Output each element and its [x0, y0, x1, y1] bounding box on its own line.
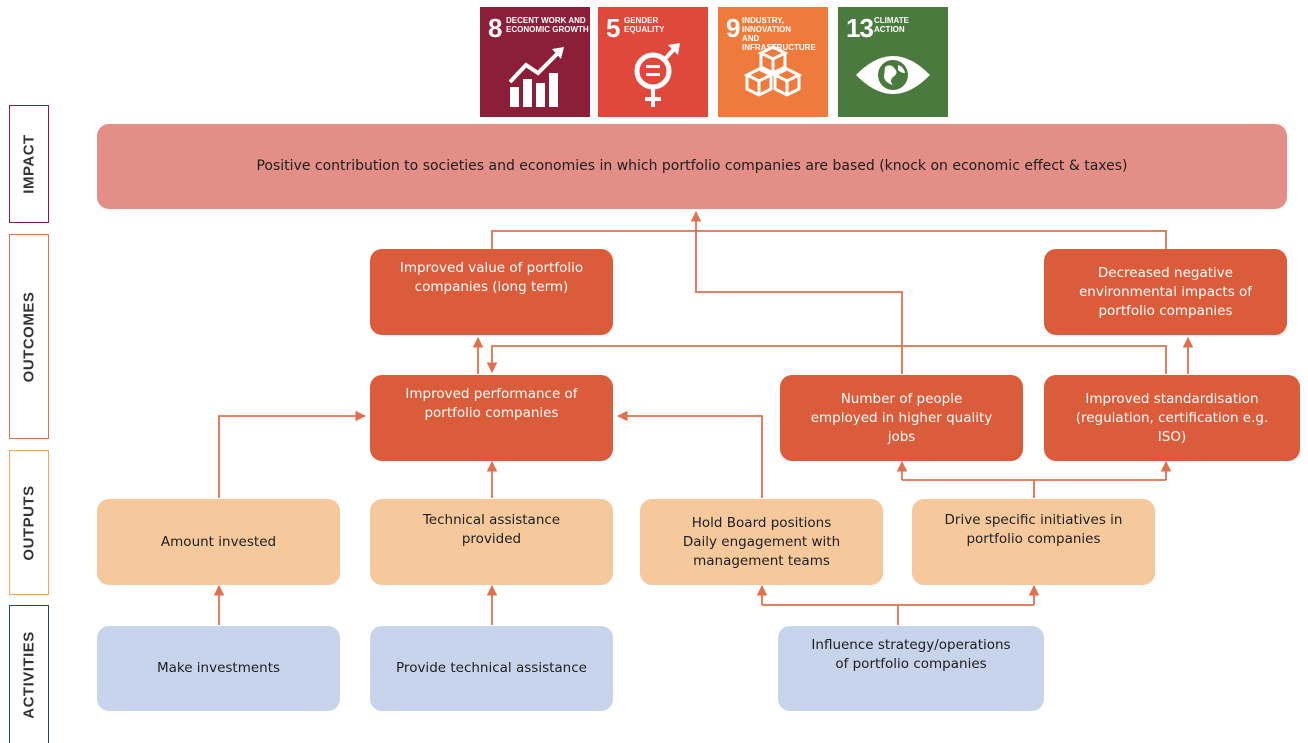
sdg-number: 5 — [606, 13, 621, 43]
sdg-label: GENDER EQUALITY — [624, 16, 665, 34]
outcome-decreased-impacts: Decreased negative environmental impacts… — [1044, 249, 1287, 335]
sdg-number: 8 — [488, 13, 503, 43]
side-label-text: OUTPUTS — [20, 484, 38, 561]
sdg-label: DECENT WORK AND ECONOMIC GROWTH — [506, 16, 589, 34]
outcome-text: Improved value of portfolio companies (l… — [399, 260, 584, 295]
sdg-label: INDUSTRY, INNOVATION AND INFRASTRUCTURE — [742, 16, 816, 52]
activity-text: Influence strategy/operations of portfol… — [811, 637, 1011, 672]
side-label-text: OUTCOMES — [20, 291, 38, 382]
sdg-label: CLIMATE ACTION — [874, 16, 909, 34]
gender-equality-icon — [634, 43, 680, 107]
outcome-text: Number of people employed in higher qual… — [810, 390, 993, 445]
activity-provide-assistance: Provide technical assistance — [370, 626, 613, 711]
side-label-text: IMPACT — [20, 134, 38, 194]
sdg-tile-9: 9 INDUSTRY, INNOVATION AND INFRASTRUCTUR… — [718, 7, 828, 117]
output-text: Drive specific initiatives in portfolio … — [944, 512, 1123, 547]
growth-chart-icon — [508, 47, 564, 107]
outcome-text: Improved performance of portfolio compan… — [405, 386, 578, 421]
impact-text: Positive contribution to societies and e… — [256, 158, 1128, 174]
output-text: Hold Board positions Daily engagement wi… — [682, 514, 841, 569]
sdg-tile-5: 5 GENDER EQUALITY — [598, 7, 708, 117]
output-drive-initiatives: Drive specific initiatives in portfolio … — [912, 499, 1155, 585]
outcome-people-employed: Number of people employed in higher qual… — [780, 375, 1023, 461]
side-label-activities: ACTIVITIES — [9, 605, 49, 743]
output-board-positions: Hold Board positions Daily engagement wi… — [640, 499, 883, 585]
sdg-tile-8: 8 DECENT WORK AND ECONOMIC GROWTH — [480, 7, 590, 117]
outcome-text: Improved standardisation (regulation, ce… — [1075, 390, 1269, 445]
outcome-improved-standardisation: Improved standardisation (regulation, ce… — [1044, 375, 1300, 461]
sdg-number: 9 — [726, 13, 741, 43]
activity-text: Provide technical assistance — [396, 660, 587, 676]
activity-influence-strategy: Influence strategy/operations of portfol… — [778, 626, 1044, 711]
outcome-text: Decreased negative environmental impacts… — [1078, 264, 1253, 319]
output-amount-invested: Amount invested — [97, 499, 340, 585]
output-text: Technical assistance provided — [422, 512, 561, 547]
cubes-icon — [743, 45, 803, 97]
side-label-outputs: OUTPUTS — [9, 450, 49, 595]
eye-globe-icon — [856, 56, 930, 94]
output-technical-assistance: Technical assistance provided — [370, 499, 613, 585]
side-label-outcomes: OUTCOMES — [9, 234, 49, 439]
outcome-improved-performance: Improved performance of portfolio compan… — [370, 375, 613, 461]
output-text: Amount invested — [160, 533, 277, 550]
sdg-number: 13 — [846, 13, 874, 43]
sdg-tile-13: 13 CLIMATE ACTION — [838, 7, 948, 117]
impact-box: Positive contribution to societies and e… — [97, 124, 1287, 209]
side-label-text: ACTIVITIES — [20, 630, 38, 719]
outcome-improved-value: Improved value of portfolio companies (l… — [370, 249, 613, 335]
side-label-impact: IMPACT — [9, 105, 49, 223]
activity-make-investments: Make investments — [97, 626, 340, 711]
activity-text: Make investments — [156, 660, 281, 676]
